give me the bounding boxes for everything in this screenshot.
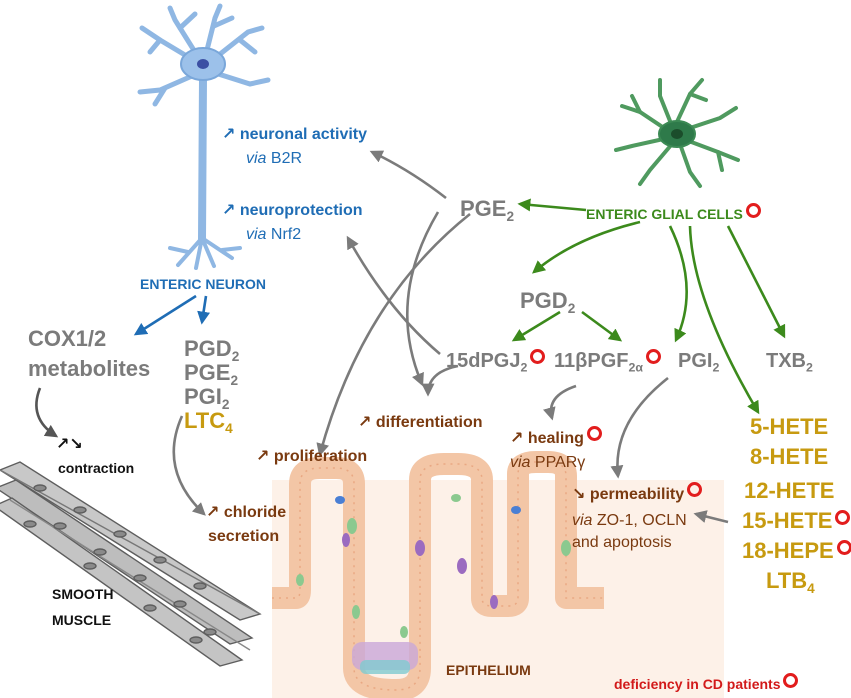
contraction-arrows: ↗↘ — [56, 436, 83, 453]
pgd2-glial-label: PGD2 — [520, 288, 576, 316]
15dpgj2-label: 15dPGJ2 — [446, 349, 546, 375]
neuronal-activity-label: ↗ neuronal activity — [222, 126, 368, 143]
smooth-muscle-line1: SMOOTH — [52, 586, 114, 602]
deficiency-marker-icon — [836, 539, 851, 555]
11bpgf2a-label: 11βPGF2α — [554, 349, 661, 375]
neuronal-activity-via: via B2R — [246, 150, 303, 167]
neuron-nucleus — [197, 59, 209, 69]
deficiency-marker-icon — [783, 672, 799, 688]
deficiency-marker-icon — [645, 349, 661, 365]
deficiency-marker-icon — [687, 482, 703, 498]
permeability-apoptosis: and apoptosis — [572, 534, 672, 551]
neuroprotection-via: via Nrf2 — [246, 226, 302, 243]
neuron-ltc4-label: LTC4 — [184, 408, 233, 436]
smooth-muscle-illustration — [0, 461, 262, 667]
smooth-muscle-line2: MUSCLE — [52, 612, 112, 628]
glial-nucleus — [671, 129, 683, 139]
chloride-secretion-line2: secretion — [208, 528, 280, 545]
5-hete-label: 5-HETE — [750, 414, 829, 439]
glial-arrows — [511, 198, 786, 415]
enteric-neuron-illustration — [137, 3, 271, 270]
18-hepe-label: 18-HEPE — [742, 538, 851, 563]
enteric-glial-cells-title: ENTERIC GLIAL CELLS — [586, 202, 761, 223]
neuron-arrows — [133, 294, 211, 336]
deficiency-marker-icon — [835, 509, 851, 525]
metabolite-arrows — [172, 150, 729, 524]
neuroprotection-label: ↗ neuroprotection — [222, 202, 363, 219]
epithelium-label: EPITHELIUM — [446, 662, 531, 678]
permeability-via: via ZO-1, OCLN — [572, 512, 687, 529]
deficiency-legend: deficiency in CD patients — [614, 672, 799, 693]
deficiency-marker-icon — [530, 349, 546, 365]
pgi2-glial-label: PGI2 — [678, 350, 720, 375]
healing-via: via PPARγ — [510, 454, 586, 471]
15-hete-label: 15-HETE — [742, 508, 851, 533]
ltb4-label: LTB4 — [766, 568, 815, 596]
deficiency-marker-icon — [745, 202, 761, 218]
12-hete-label: 12-HETE — [744, 478, 835, 503]
differentiation-label: ↗ differentiation — [358, 414, 483, 431]
neuron-pge2-label: PGE2 — [184, 360, 239, 388]
epithelium-illustration — [272, 451, 724, 698]
neuron-pgi2-label: PGI2 — [184, 384, 230, 412]
deficiency-marker-icon — [586, 426, 602, 442]
8-hete-label: 8-HETE — [750, 444, 829, 469]
proliferation-label: ↗ proliferation — [256, 448, 368, 465]
pge2-main-label: PGE2 — [460, 196, 515, 224]
contraction-label: contraction — [58, 460, 135, 476]
neuron-pgd2-label: PGD2 — [184, 336, 240, 364]
cox-contraction-arrow — [35, 387, 59, 438]
cox-metabolites-line2: metabolites — [28, 356, 151, 381]
cox-metabolites-line1: COX1/2 — [28, 326, 107, 351]
glial-cell-illustration — [614, 78, 740, 188]
enteric-neuron-title: ENTERIC NEURON — [140, 276, 267, 292]
chloride-secretion-line1: ↗ chloride — [206, 504, 287, 521]
healing-label: ↗ healing — [510, 426, 602, 448]
txb2-label: TXB2 — [766, 350, 813, 375]
permeability-label: ↘ permeability — [572, 482, 703, 504]
